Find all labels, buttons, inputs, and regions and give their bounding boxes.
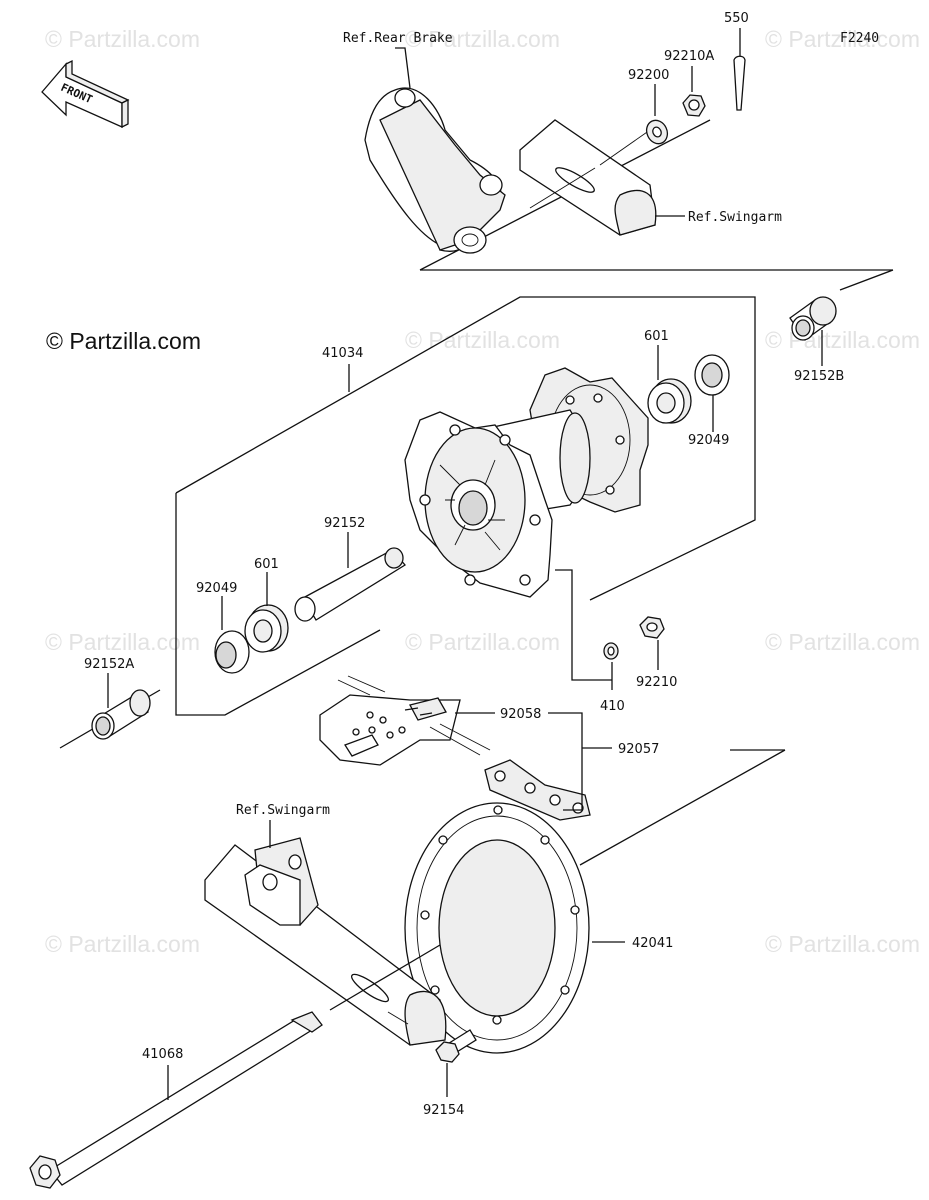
- part-number: 92152: [324, 516, 365, 531]
- part-number: 42041: [632, 936, 673, 951]
- rear-brake-group: [364, 87, 893, 271]
- cotter-pin-550: 550: [724, 11, 749, 111]
- copyright-text: © Partzilla.com: [46, 328, 201, 354]
- hub-callout-41034: 41034: [322, 346, 363, 392]
- watermark-text: © Partzilla.com: [405, 327, 560, 353]
- ref-swingarm-top-callout: Ref.Swingarm: [655, 210, 782, 225]
- watermark-text: © Partzilla.com: [765, 629, 920, 655]
- part-number: 92210: [636, 675, 677, 690]
- watermark-text: © Partzilla.com: [45, 629, 200, 655]
- part-number: 92154: [423, 1103, 464, 1118]
- part-number: 92049: [688, 433, 729, 448]
- oil-seal-92049-bottom: 92049: [196, 581, 250, 674]
- front-arrow-icon: FRONT: [41, 59, 130, 129]
- collar-92152A: 92152A: [84, 657, 151, 740]
- part-number: 41068: [142, 1047, 183, 1062]
- bearing-601-top: 601: [644, 329, 692, 424]
- watermark-text: © Partzilla.com: [45, 26, 200, 52]
- watermark-text: © Partzilla.com: [765, 26, 920, 52]
- nut-92210: 92210: [636, 616, 677, 690]
- castle-nut-92210A: 92210A: [664, 49, 714, 117]
- bolt-92154: 92154: [423, 1029, 477, 1118]
- figure-code: F2240: [840, 31, 879, 46]
- chain-callouts: 92058 92057: [455, 707, 659, 811]
- hub-group-outline: [59, 269, 894, 749]
- ref-swingarm-bottom-label: Ref.Swingarm: [236, 803, 330, 818]
- part-number: 92200: [628, 68, 669, 83]
- washer-92200: 92200: [628, 68, 669, 145]
- part-number: 550: [724, 11, 749, 26]
- axle-41068: 41068: [29, 1011, 323, 1189]
- ref-rear-brake-callout: Ref.Rear Brake: [343, 31, 453, 89]
- part-number: 92152B: [794, 369, 844, 384]
- oil-seal-92049-top: 92049: [688, 354, 730, 448]
- ref-swingarm-bottom-callout: Ref.Swingarm: [236, 803, 330, 848]
- washer-410: 410: [600, 642, 625, 714]
- ref-swingarm-top-label: Ref.Swingarm: [688, 210, 782, 225]
- spacer-92152: 92152: [294, 516, 406, 622]
- part-number: 92058: [500, 707, 541, 722]
- rear-wheel-hub: [404, 367, 649, 598]
- watermark-text: © Partzilla.com: [765, 931, 920, 957]
- part-number: 601: [254, 557, 279, 572]
- watermark-text: © Partzilla.com: [45, 931, 200, 957]
- watermark-text: © Partzilla.com: [765, 327, 920, 353]
- chain-joint-inset: [319, 675, 491, 766]
- part-number: 92210A: [664, 49, 714, 64]
- ref-rear-brake-label: Ref.Rear Brake: [343, 31, 453, 46]
- part-number: 92152A: [84, 657, 134, 672]
- part-number: 41034: [322, 346, 363, 361]
- bearing-601-bottom: 601: [244, 557, 289, 653]
- part-number: 92057: [618, 742, 659, 757]
- swingarm-bottom: [204, 837, 447, 1046]
- part-number: 410: [600, 699, 625, 714]
- watermark-text: © Partzilla.com: [405, 26, 560, 52]
- rear-sprocket-42041: 42041: [404, 749, 786, 1054]
- watermark-text: © Partzilla.com: [405, 629, 560, 655]
- collar-92152B: 92152B: [789, 296, 844, 384]
- part-number: 601: [644, 329, 669, 344]
- part-number: 92049: [196, 581, 237, 596]
